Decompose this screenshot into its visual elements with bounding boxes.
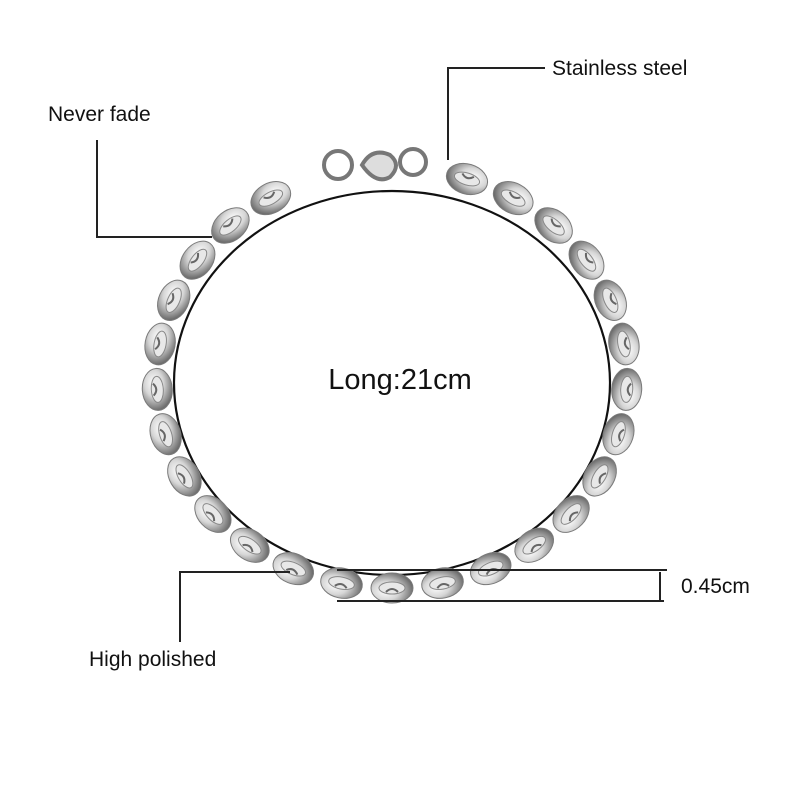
chain-bead [544,487,598,541]
chain-bead [370,572,414,604]
chain-bead [150,274,197,327]
chain-bead [604,319,644,369]
chain-bead [140,319,180,369]
chain-bead [159,449,210,504]
chain-bead [267,545,320,592]
chain-bead [171,233,224,287]
chain-bead [587,274,634,327]
material-label: Stainless steel [552,57,688,80]
chain-bead [441,157,493,201]
chain-bead [560,233,613,287]
durability-label: Never fade [48,103,151,126]
chain-bead [186,487,240,541]
width-label: 0.45cm [681,575,750,598]
chain-bead [144,408,188,460]
length-label: Long:21cm [328,364,472,396]
leader-lines [96,67,667,642]
finish-label: High polished [89,648,217,671]
chain-bead [526,199,581,252]
chain-bead [464,545,517,592]
chain-bead [596,408,640,460]
clasp [322,147,428,182]
chain-bead [203,199,258,252]
chain-bead [574,449,625,504]
